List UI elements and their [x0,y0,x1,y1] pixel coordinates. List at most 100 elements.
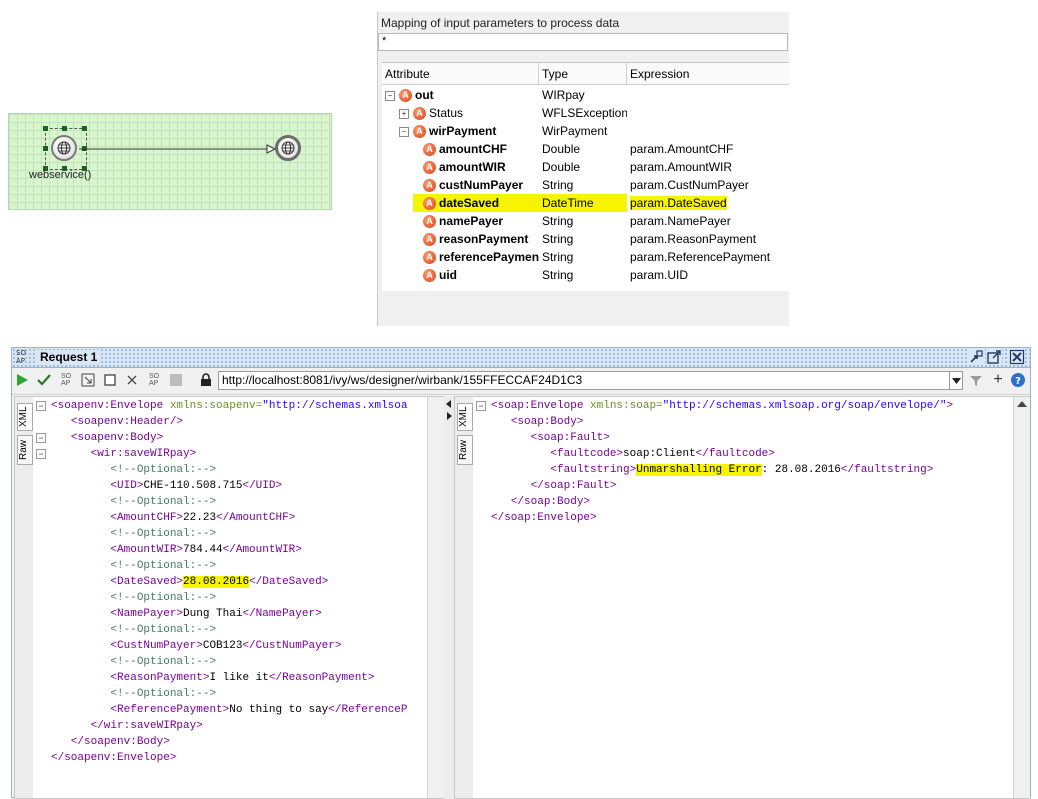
globe-icon [57,141,71,155]
attribute-type: String [542,268,574,282]
close-icon[interactable] [1009,349,1025,365]
format-icon[interactable] [80,372,96,388]
endpoint-url-input[interactable]: http://localhost:8081/ivy/ws/designer/wi… [218,371,963,390]
attribute-expression[interactable]: param.NamePayer [630,214,731,228]
column-header-type[interactable]: Type [539,63,627,85]
request-xml[interactable]: <soapenv:Envelope xmlns:soapenv="http://… [51,398,427,766]
connector-arrow[interactable] [9,114,331,209]
response-xml[interactable]: <soap:Envelope xmlns:soap="http://schema… [491,398,1011,526]
collapse-icon[interactable]: − [385,90,395,101]
resize-handle[interactable] [43,126,48,131]
attribute-expression[interactable]: param.CustNumPayer [630,178,749,192]
attribute-expression[interactable] [627,104,789,122]
settings-icon[interactable] [168,372,184,388]
tab-raw[interactable]: Raw [17,435,33,465]
chevron-down-icon[interactable] [949,372,963,389]
add-icon[interactable]: + [993,371,1003,388]
code-line: <soapenv:Header/> [70,416,184,428]
column-header-expression[interactable]: Expression [627,63,789,85]
attribute-icon: A [423,197,436,211]
splitter-arrows-icon[interactable] [444,398,454,428]
response-scrollbar[interactable] [1013,397,1030,798]
attribute-type: WIRpay [542,88,585,102]
attribute-icon: A [423,251,436,265]
response-view-tabs: XML Raw [455,397,474,798]
tab-raw[interactable]: Raw [457,435,473,465]
fold-toggle-icon[interactable]: − [36,401,46,411]
svg-text:?: ? [1015,376,1021,387]
attribute-expression[interactable]: param.DateSaved [630,196,727,210]
column-header-attribute[interactable]: Attribute [382,63,539,85]
webservice-end-node[interactable] [275,135,301,161]
request-view-tabs: XML Raw [15,397,34,798]
help-icon[interactable]: ? [1010,372,1026,388]
detach-icon[interactable] [968,349,984,365]
code-line: <soapenv:Body> [70,432,164,444]
tab-xml[interactable]: XML [457,403,473,431]
attribute-name: referencePaymen [439,250,540,264]
start-node-label: webservice() [29,169,92,181]
validate-icon[interactable] [36,372,52,388]
fold-toggle-icon[interactable]: − [36,449,46,459]
attribute-expression[interactable]: param.AmountCHF [630,142,734,156]
code-line: </soap:Fault> [530,480,617,492]
run-icon[interactable] [14,372,30,388]
fold-gutter: − − − [33,397,49,798]
resize-handle[interactable] [62,166,67,171]
code-line: <!--Optional:--> [110,656,217,668]
code-line: <!--Optional:--> [110,528,217,540]
attribute-expression[interactable] [627,122,789,140]
request-scrollbar[interactable] [427,397,444,798]
resize-handle[interactable] [43,166,48,171]
tab-xml[interactable]: XML [17,403,33,431]
attribute-expression[interactable]: param.ReferencePayment [630,250,771,264]
attribute-name: amountCHF [439,142,507,156]
code-line: <soapenv:Envelope xmlns:soapenv="http://… [51,400,408,412]
code-line: </soap:Envelope> [491,512,597,524]
fold-toggle-icon[interactable]: − [36,433,46,443]
resize-handle[interactable] [62,126,67,131]
fold-toggle-icon[interactable]: − [476,401,486,411]
fold-gutter: − [473,397,489,798]
code-line: <!--Optional:--> [110,496,217,508]
attribute-expression[interactable]: param.AmountWIR [630,160,733,174]
attach-icon[interactable] [124,372,140,388]
pane-splitter[interactable] [444,396,454,799]
lock-icon[interactable] [198,372,214,388]
webservice-start-node[interactable] [51,135,77,161]
attribute-expression[interactable]: param.UID [630,268,689,282]
response-viewer[interactable]: XML Raw − <soap:Envelope xmlns:soap="htt… [454,396,1030,799]
process-diagram[interactable]: webservice() [8,113,332,210]
resize-handle[interactable] [43,146,48,151]
attribute-expression[interactable] [627,86,789,104]
mapping-filter-input[interactable]: * [378,33,788,51]
code-line: <faultstring>Unmarshalling Error: 28.08.… [550,464,934,476]
collapse-icon[interactable]: − [399,126,409,137]
stop-icon[interactable] [102,372,118,388]
filter-icon[interactable] [968,372,984,388]
attribute-name: amountWIR [439,160,506,174]
attribute-name: Status [429,106,464,120]
expand-icon[interactable]: + [399,108,409,119]
resize-handle[interactable] [82,166,87,171]
request-editor[interactable]: XML Raw − − − <soapenv:Envelope xmlns:soap… [14,396,444,799]
maximize-icon[interactable] [986,349,1002,365]
attribute-expression[interactable]: param.ReasonPayment [630,232,757,246]
code-line: <!--Optional:--> [110,560,217,572]
resize-handle[interactable] [82,126,87,131]
